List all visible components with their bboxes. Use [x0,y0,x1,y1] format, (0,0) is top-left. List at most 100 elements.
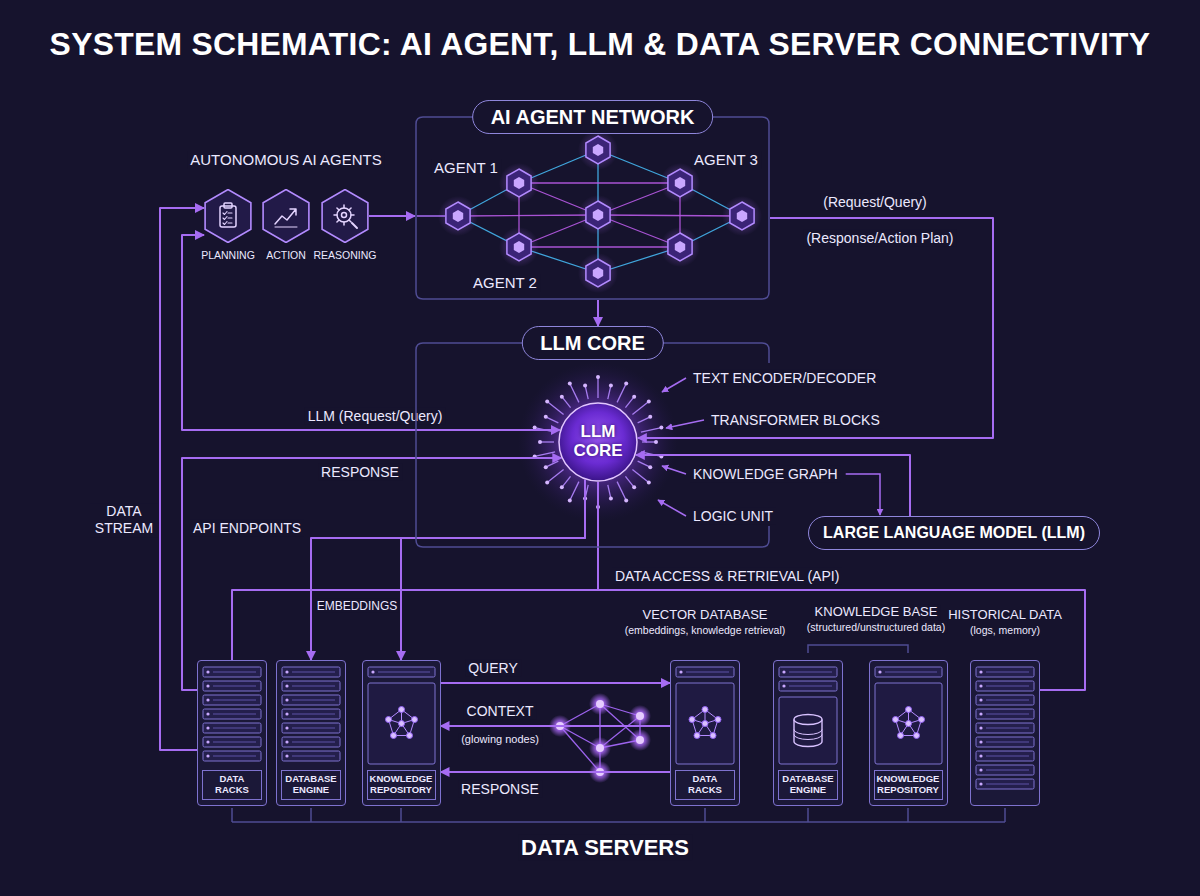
rack-slot [282,667,340,677]
slot-led [206,754,209,757]
slot-led [979,754,982,757]
core-pin-end [654,440,658,444]
network-glyph-node [689,717,695,723]
slot-line [986,700,1029,701]
rack-heading-anchor: VECTOR DATABASE(embeddings, knowledge re… [625,607,786,637]
core-circle [559,403,637,481]
server-rack: VECTOR DATABASE(embeddings, knowledge re… [670,660,740,806]
slot-line [986,714,1029,715]
rack-tick [310,808,312,822]
slot-frame [779,681,837,691]
agent-hexagon-core [593,209,603,221]
slot-frame [282,737,340,747]
core-pin-end [538,440,542,444]
slot-led [206,684,209,687]
rack-label-anchor: DATABASE ENGINE [778,770,838,800]
label-anchor: KNOWLEDGE BASE [812,604,941,620]
connector [441,682,671,684]
core-pin-end [647,481,651,485]
reasoning-icon: REASONING [321,189,369,243]
core-pin-end [632,395,636,399]
rack-tick [231,808,233,822]
rack-heading-anchor: HISTORICAL DATA(logs, memory) [948,607,1062,637]
slot-led [285,670,288,673]
connector [401,480,585,660]
component-label: TEXT ENCODER/DECODER [690,370,879,387]
slot-line [986,756,1029,757]
llm-core-circle: LLM CORE [558,402,638,482]
slot-frame [976,681,1034,691]
network-glyph-node [406,733,412,739]
slot-frame [282,751,340,761]
core-pin-end [583,383,587,387]
checklist-glyph [223,212,232,215]
label-anchor: (glowing nodes) [458,733,542,746]
slot-led [371,670,374,673]
network-glyph-node [892,717,898,723]
rack-slot [368,667,435,677]
pointer-arrow [662,466,686,474]
slot-frame [203,751,261,761]
core-pin-end [609,383,613,387]
network-glyph-node [398,707,404,713]
agent-glow [660,227,700,267]
network-glyph-node [411,717,417,723]
rack-slot [976,667,1034,677]
slot-frame [203,723,261,733]
slot-led [285,754,288,757]
slot-led [206,698,209,701]
gear-tooth [334,214,337,216]
agent-glow [578,195,618,235]
rack-label: DATA RACKS [675,770,735,800]
slot-led [979,670,982,673]
server-illustration [232,645,1005,822]
slot-line [986,686,1029,687]
rack-slot [875,667,942,677]
rack-slot [203,709,261,719]
slot-led [206,670,209,673]
core-pin [632,401,648,414]
slot-frame [368,667,435,677]
core-pin [562,397,571,408]
label-anchor: API ENDPOINTS [190,520,304,537]
database-glyph [794,735,822,740]
component-label: TRANSFORMER BLOCKS [708,412,883,429]
slot-line [292,742,335,743]
agent-hexagon [668,169,692,197]
core-pin-end [648,415,652,419]
slot-frame [976,723,1034,733]
rack-tick [907,808,909,822]
label-anchor: AGENT 2 [470,274,540,292]
mesh-link [598,215,742,216]
agent-hexagon [586,201,610,229]
group-heading: HISTORICAL DATA [948,607,1062,623]
slot-frame [676,667,734,677]
core-pin-end [568,499,572,503]
slot-line [986,784,1029,785]
rack-slot [976,681,1034,691]
core-pin [608,485,611,499]
title-anchor: SYSTEM SCHEMATIC: AI AGENT, LLM & DATA S… [0,26,1200,63]
slot-led [979,698,982,701]
glow-node-halo [629,705,651,727]
section-title: DATA SERVERS [518,835,692,861]
region-title: AI AGENT NETWORK [472,100,714,134]
connector [182,458,561,690]
rack-label-anchor: DATA RACKS [675,770,735,800]
icon-label: REASONING [313,249,376,262]
agent-hexagon-core [593,144,603,156]
slot-frame [282,681,340,691]
slot-frame [976,751,1034,761]
rack-slot [976,765,1034,775]
glow-node [596,744,604,752]
slot-led [285,712,288,715]
agent-label: AGENT 1 [431,159,501,177]
edge-label-anchor: LLM (Request/Query) [305,408,446,425]
icon-label: PLANNING [201,249,255,262]
agent-glow [722,196,762,236]
edge-label-anchor: DATA STREAM [90,503,158,537]
agent-icon [204,189,252,243]
rack-slot [976,709,1034,719]
agent-mesh [417,130,762,293]
